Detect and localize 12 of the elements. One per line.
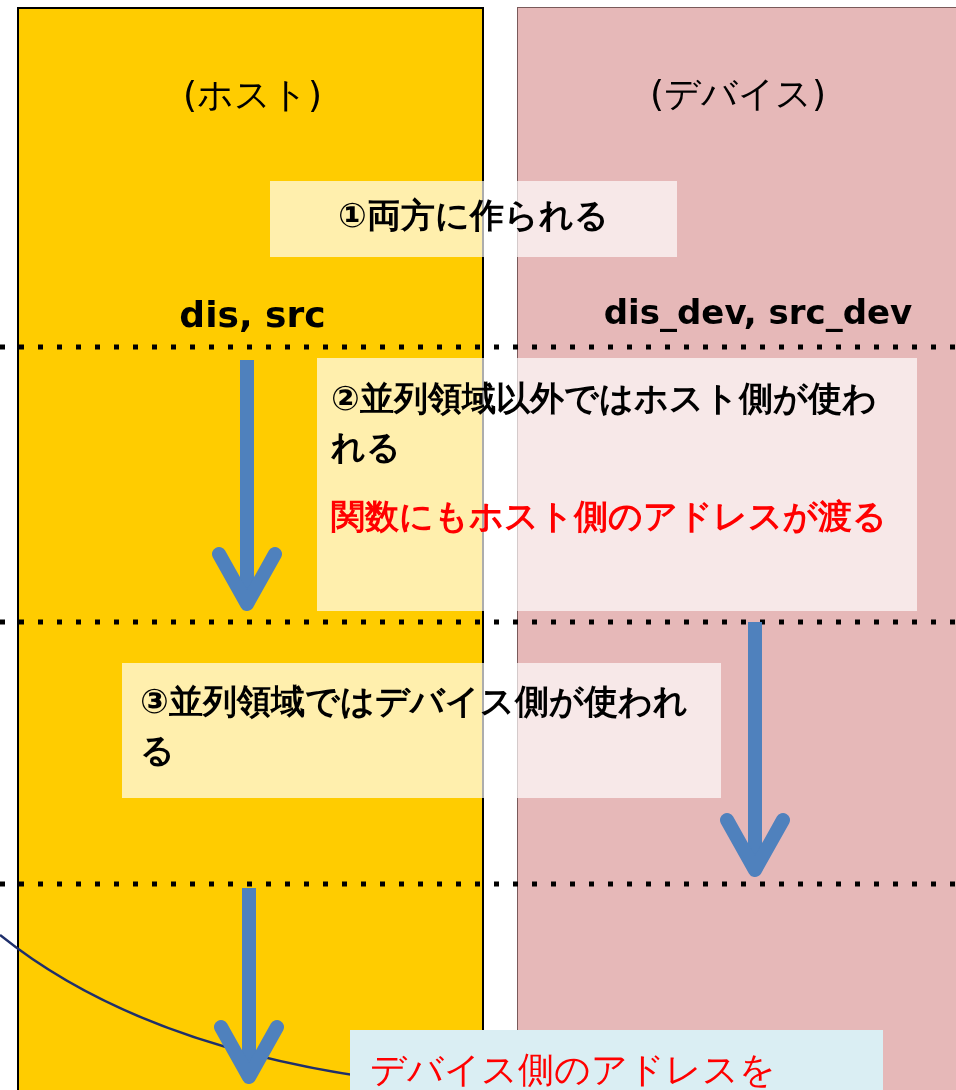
callout-box <box>122 663 721 798</box>
callout-box <box>317 358 917 611</box>
callout-box <box>270 181 677 257</box>
callout-text: ②並列領域以外ではホスト側が使われる <box>331 377 878 470</box>
highlight-text: 関数にもホスト側のアドレスが渡る <box>331 495 888 538</box>
callout-text: デバイス側のアドレスを <box>370 1048 777 1090</box>
column-heading: (デバイス) <box>648 72 828 116</box>
callout-text: ①両方に作られる <box>337 194 610 237</box>
column-heading: (ホスト) <box>181 73 324 117</box>
callout-text: ③並列領域ではデバイス側が使われる <box>140 680 689 773</box>
variable-names: dis_dev, src_dev <box>602 291 914 334</box>
variable-names: dis, src <box>178 293 327 337</box>
